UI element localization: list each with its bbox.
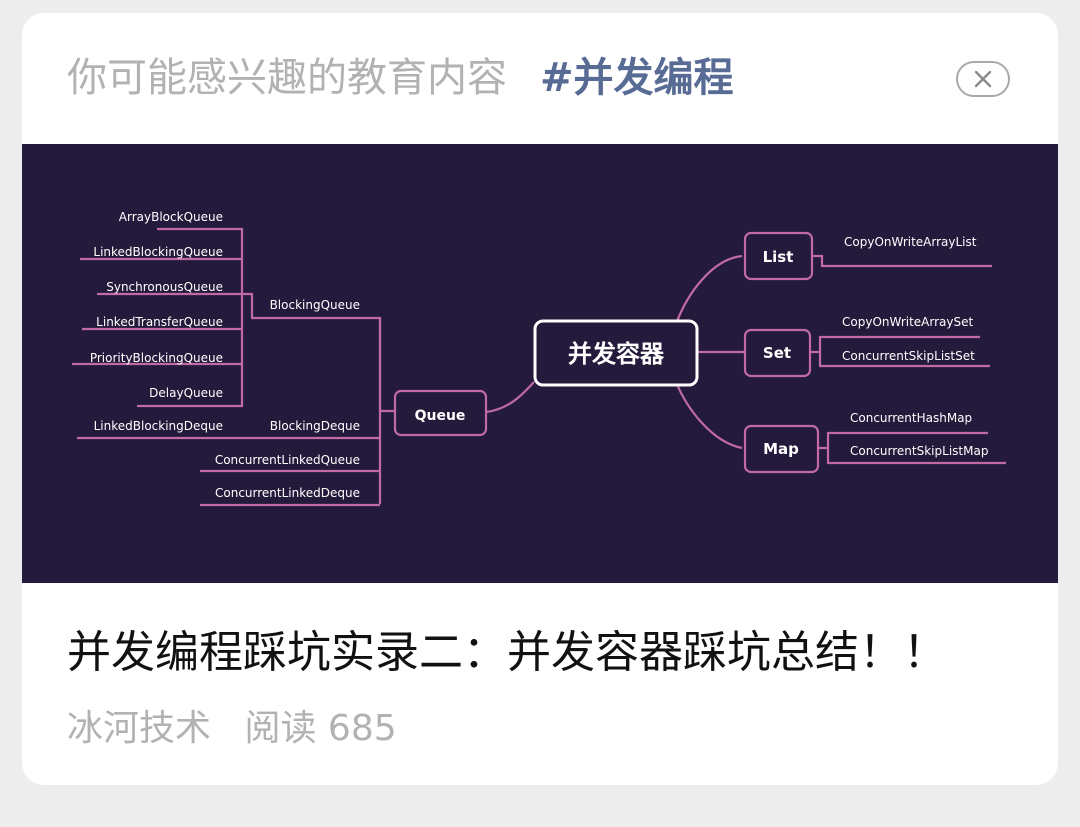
mindmap-leaf: CopyOnWriteArrayList [844,235,977,249]
set-node [743,328,812,378]
center-node-label: 并发容器 [568,340,665,368]
article-card[interactable]: 你可能感兴趣的教育内容 #并发编程 [22,13,1058,785]
mindmap-leaf: LinkedTransferQueue [96,315,223,329]
author-name[interactable]: 冰河技术 [67,708,212,749]
mindmap-leaf: DelayQueue [149,386,223,400]
article-meta: 冰河技术 阅读 685 [67,706,397,752]
mindmap-branch-label: BlockingQueue [270,298,360,312]
close-icon [974,70,992,88]
mindmap-leaf: ConcurrentSkipListMap [850,444,988,458]
map-node-label: Map [763,440,799,458]
list-node-label: List [763,248,794,266]
close-button[interactable] [956,61,1010,97]
mindmap-leaf: PriorityBlockingQueue [90,351,223,365]
set-node-label: Set [763,344,791,362]
queue-node [393,389,488,437]
mindmap-leaf: CopyOnWriteArraySet [842,315,973,329]
mindmap-leaf: ArrayBlockQueue [119,210,223,224]
card-header: 你可能感兴趣的教育内容 #并发编程 [22,13,1058,144]
mindmap-leaf: ConcurrentSkipListSet [842,349,975,363]
mindmap-diagram: 并发容器 Queue List Set Map ArrayBlockQueue … [72,210,1006,507]
mindmap-leaf: LinkedBlockingDeque [94,419,223,433]
mindmap-leaf: SynchronousQueue [106,280,223,294]
list-node [743,231,814,281]
center-node [533,319,699,387]
topic-tag[interactable]: #并发编程 [540,55,734,101]
mindmap-leaf: LinkedBlockingQueue [93,245,223,259]
cover-image[interactable]: 并发容器 Queue List Set Map ArrayBlockQueue … [22,144,1058,583]
recommendation-title: 你可能感兴趣的教育内容 [67,55,507,101]
mindmap-leaf: ConcurrentLinkedQueue [215,453,360,467]
article-title[interactable]: 并发编程踩坑实录二：并发容器踩坑总结！！ [67,627,947,678]
queue-node-label: Queue [415,408,466,424]
map-node [743,424,820,474]
mindmap-leaf: ConcurrentLinkedDeque [215,486,360,500]
mindmap-branch-label: BlockingDeque [270,419,360,433]
read-count: 阅读 685 [244,708,397,749]
mindmap-leaf: ConcurrentHashMap [850,411,972,425]
